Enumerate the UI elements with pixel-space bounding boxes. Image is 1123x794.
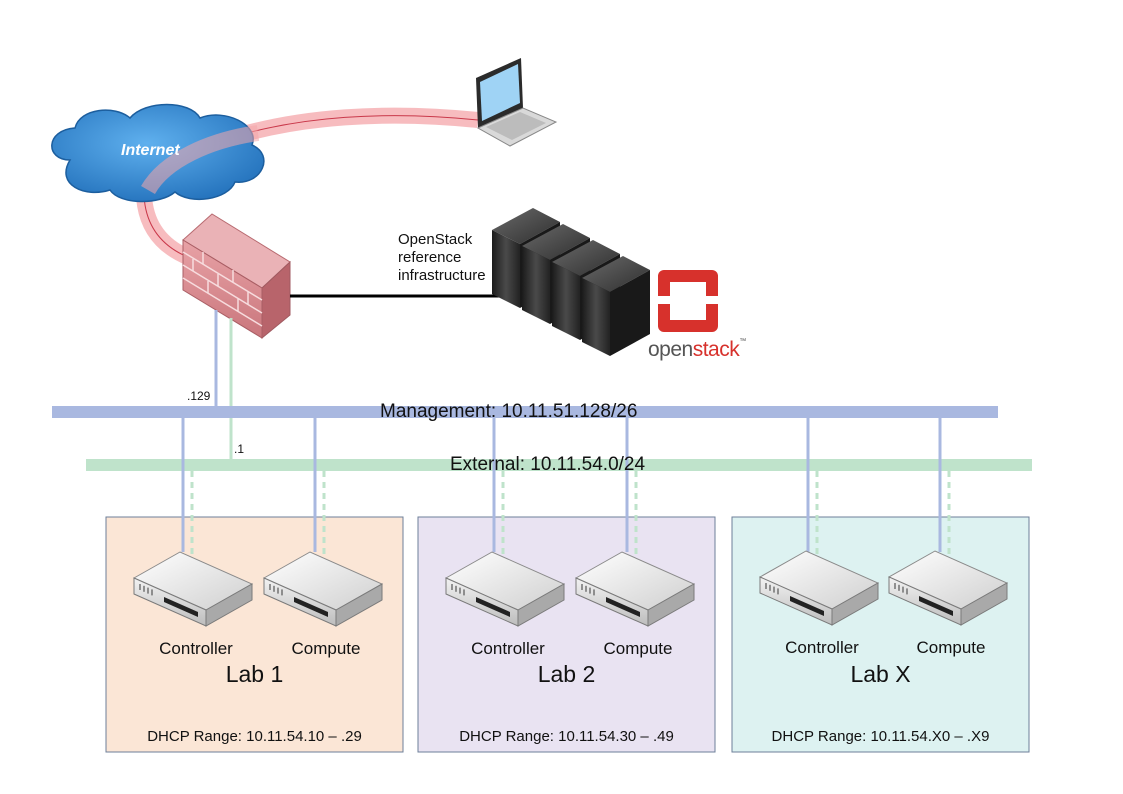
- lab-1-controller-label: Controller: [159, 639, 233, 658]
- lab-2-compute-server-icon: [574, 551, 696, 627]
- infrastructure-label-line-1: OpenStack: [398, 231, 473, 248]
- vpn-path-overlay: [141, 125, 260, 195]
- firewall-management-ip: .129: [187, 389, 211, 403]
- lab-1-text: Lab 1 DHCP Range: 10.11.54.10 – .29: [106, 517, 403, 752]
- lab-x-dhcp-range: DHCP Range: 10.11.54.X0 – .X9: [771, 728, 990, 745]
- openstack-logo-icon: [658, 270, 718, 332]
- lab-1-title: Lab 1: [225, 661, 284, 687]
- external-network-label: External: 10.11.54.0/24: [450, 454, 646, 475]
- lab-2-controller-server-icon: [444, 551, 566, 627]
- lab-x-compute-server-icon: [887, 550, 1009, 626]
- lab-servers: [132, 550, 1009, 627]
- lab-x-title: Lab X: [850, 661, 911, 687]
- openstack-trademark: ™: [739, 338, 746, 345]
- lab-x-controller-server-icon: [758, 550, 880, 626]
- lab-x-controller-label: Controller: [785, 638, 859, 657]
- management-network-bar: [52, 406, 998, 418]
- external-network-bar: [86, 459, 1032, 471]
- lab-x-compute-label: Compute: [916, 638, 986, 657]
- lab-1-compute-server-icon: [262, 551, 384, 627]
- infrastructure-label-line-3: infrastructure: [398, 267, 486, 284]
- lab-2-text: Lab 2 DHCP Range: 10.11.54.30 – .49: [418, 517, 715, 752]
- internet-label: Internet: [121, 142, 180, 159]
- lab-2-title: Lab 2: [537, 661, 596, 687]
- lab-x-text: Lab X DHCP Range: 10.11.54.X0 – .X9: [732, 517, 1029, 752]
- lab-connections: [181, 418, 951, 556]
- laptop-icon: [476, 58, 558, 147]
- infrastructure-label-line-2: reference: [398, 249, 462, 266]
- firewall-icon: [182, 213, 291, 340]
- lab-2-dhcp-range: DHCP Range: 10.11.54.30 – .49: [459, 728, 674, 745]
- lab-1-compute-label: Compute: [291, 639, 361, 658]
- openstack-wordmark: openstack™: [648, 338, 746, 362]
- rack-servers-icon: [492, 208, 650, 356]
- lab-2-compute-label: Compute: [603, 639, 673, 658]
- openstack-wordmark-stack: stack: [692, 338, 740, 361]
- infrastructure-label: OpenStack reference infrastructure: [398, 231, 486, 285]
- openstack-wordmark-open: open: [648, 338, 693, 361]
- internet-cloud-icon: [51, 103, 265, 203]
- lab-2-box: [417, 516, 716, 753]
- management-network-label: Management: 10.11.51.128/26: [380, 401, 638, 422]
- lab-2-controller-label: Controller: [471, 639, 545, 658]
- lab-1-dhcp-range: DHCP Range: 10.11.54.10 – .29: [147, 728, 362, 745]
- firewall-external-ip: .1: [234, 442, 245, 456]
- lab-1-box: [105, 516, 404, 753]
- lab-1-controller-server-icon: [132, 551, 254, 627]
- lab-x-box: [731, 516, 1030, 753]
